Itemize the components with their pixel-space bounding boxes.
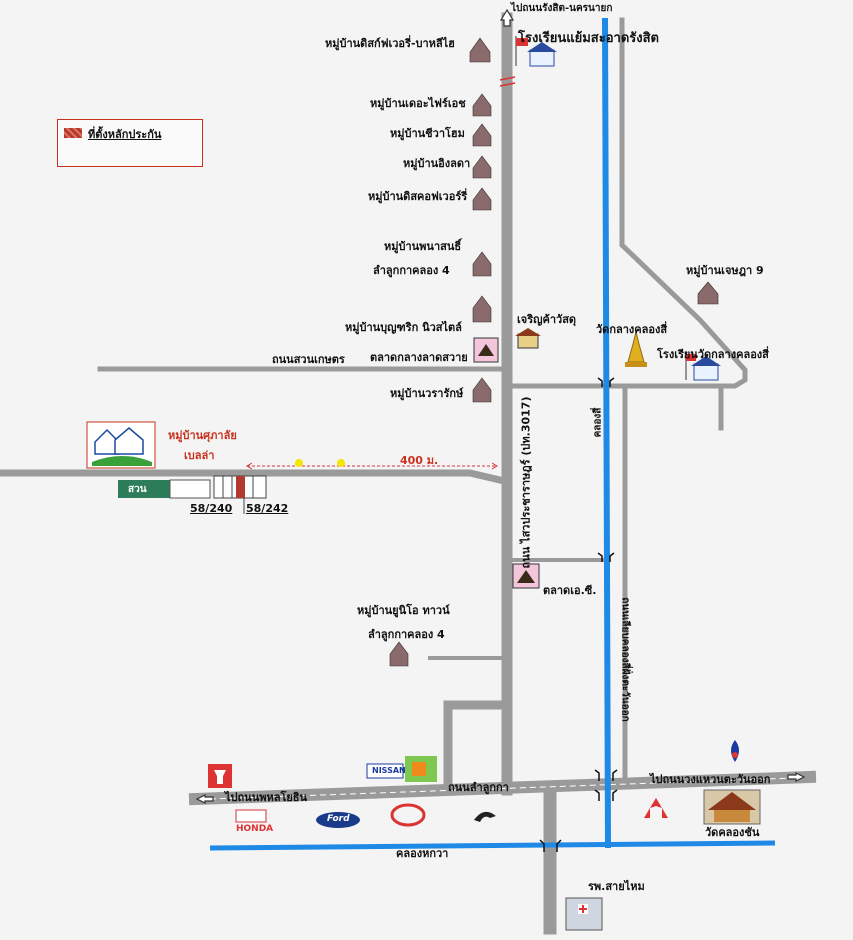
ford-logo-icon [316,812,360,828]
village-label: ลำลูกกาคลอง 4 [368,628,445,641]
hospital-label: รพ.สายไหม [588,880,645,893]
fuel-station-icon [731,740,739,762]
subject-village-label: เบลล่า [184,449,215,462]
village-house-icon [472,155,492,179]
school-icon [685,352,721,381]
plot-number-label: 58/242 [246,502,289,515]
village-house-icon [389,641,409,667]
canal-hok-wa-line [209,840,776,851]
arrow-up-icon [499,8,515,27]
arrow-right-icon [787,772,806,782]
nissan-logo-icon [366,763,404,779]
canal-label: คลองสี่ [592,407,604,438]
village-label: หมู่บ้านเดอะไฟร์เอช [370,97,466,110]
shop-icon [515,328,541,349]
east-loop-road-line [619,17,748,389]
market-label: ตลาดกลางลาดสวาย [370,351,468,364]
distance-marker [246,462,498,470]
right-exit-label: ไปถนนวงแหวนตะวันออก [650,773,771,786]
village-house-icon [469,37,491,63]
canals [209,17,776,851]
temple-label: วัดคลองชัน [705,826,760,839]
village-house-icon [472,377,492,403]
direction-arrows [195,8,806,804]
village-label: หมู่บ้านเจษฎา 9 [686,264,764,277]
plot-row [118,475,267,514]
school-label: โรงเรียนแย้มสะอาดรังสิต [518,31,659,46]
school-icon [515,36,557,67]
marker-icon [337,459,345,467]
village-house-icon [472,187,492,211]
village-label: หมู่บ้านอิงลดา [403,157,471,170]
loop-soi-line [443,700,512,787]
legend-swatch [64,128,82,138]
village-label: หมู่บ้านดิสคอฟเวอร์รี่ [368,190,468,203]
temple-label: วัดกลางคลองสี่ [596,323,668,336]
arrow-left-icon [195,794,214,804]
plot-number-label: 58/240 [190,502,233,515]
market-label: ตลาดเอ.ซี. [543,584,597,597]
village-house-icon [472,251,492,277]
temple-photo [703,789,761,825]
temple-icon [625,331,647,367]
subject-village-label: หมู่บ้านศุภาลัย [168,429,237,442]
legend-box: ที่ตั้งหลักประกัน [57,119,203,167]
village-label: ลำลูกกาคลอง 4 [373,264,450,277]
road-label: ถนนสวนเกษตร [272,353,345,366]
canal-label: คลองหกวา [396,847,449,860]
village-house-icon [472,295,492,323]
village-icons [389,37,719,667]
roads [0,12,817,935]
brand-logos [208,756,668,828]
village-label: หมู่บ้านวรารักษ์ [390,387,464,400]
ford-label: Ford [327,814,350,824]
village-label: หมู่บ้านยูนิโอ ทาวน์ [357,604,450,617]
school-label: โรงเรียนวัดกลางคลองสี่ [657,348,769,361]
village-label: หมู่บ้านชีวาโฮม [390,127,465,140]
tire-logo-icon [474,811,496,822]
market-roof-icon [478,344,494,356]
nissan-label: NISSAN [372,766,406,775]
plot-garden [118,480,170,498]
plot-garden-label: สวน [128,484,147,495]
honda-logo-icon [235,809,267,823]
toyota-logo-icon [390,803,426,827]
legend-label: ที่ตั้งหลักประกัน [88,128,162,141]
main-road-label: ถนน ไสวประชาราษฎร์ (ปท.3017) [519,396,533,569]
village-label: หมู่บ้านดิสก์ฟเวอรี่-บาหลีไฮ [325,37,455,50]
honda-label: HONDA [236,824,274,834]
marker-icon [295,459,303,467]
mitsubishi-logo-icon [644,798,668,818]
village-label: หมู่บ้านบุญฑริก นิวสไตล์ [345,321,462,334]
village-house-icon [697,281,719,305]
subject-village-icon [86,421,156,469]
shop-label: เจริญค้าวัสดุ [517,313,577,326]
distance-label: 400 ม. [400,454,439,467]
bridge-markers [499,76,618,852]
subject-soi-line [0,469,505,485]
lamlukka-centerline [209,777,796,800]
road-label: ถนนลำลูกกา [448,781,509,794]
subject-plot [236,476,245,498]
left-exit-label: ไปถนนพหลโยธิน [225,791,308,804]
market-roof-icon [517,570,535,583]
top-exit-label: ไปถนนรังสิต-นครนายก [511,3,613,14]
road-label: ถนนเลียบคลองสี่ฝั่งตะวันออก [619,597,631,722]
canal4-line [602,17,611,849]
village-house-icon [472,123,492,147]
village-label: หมู่บ้านพนาสนธิ์ [384,240,462,253]
hospital-icon [565,897,603,931]
village-house-icon [472,93,492,117]
